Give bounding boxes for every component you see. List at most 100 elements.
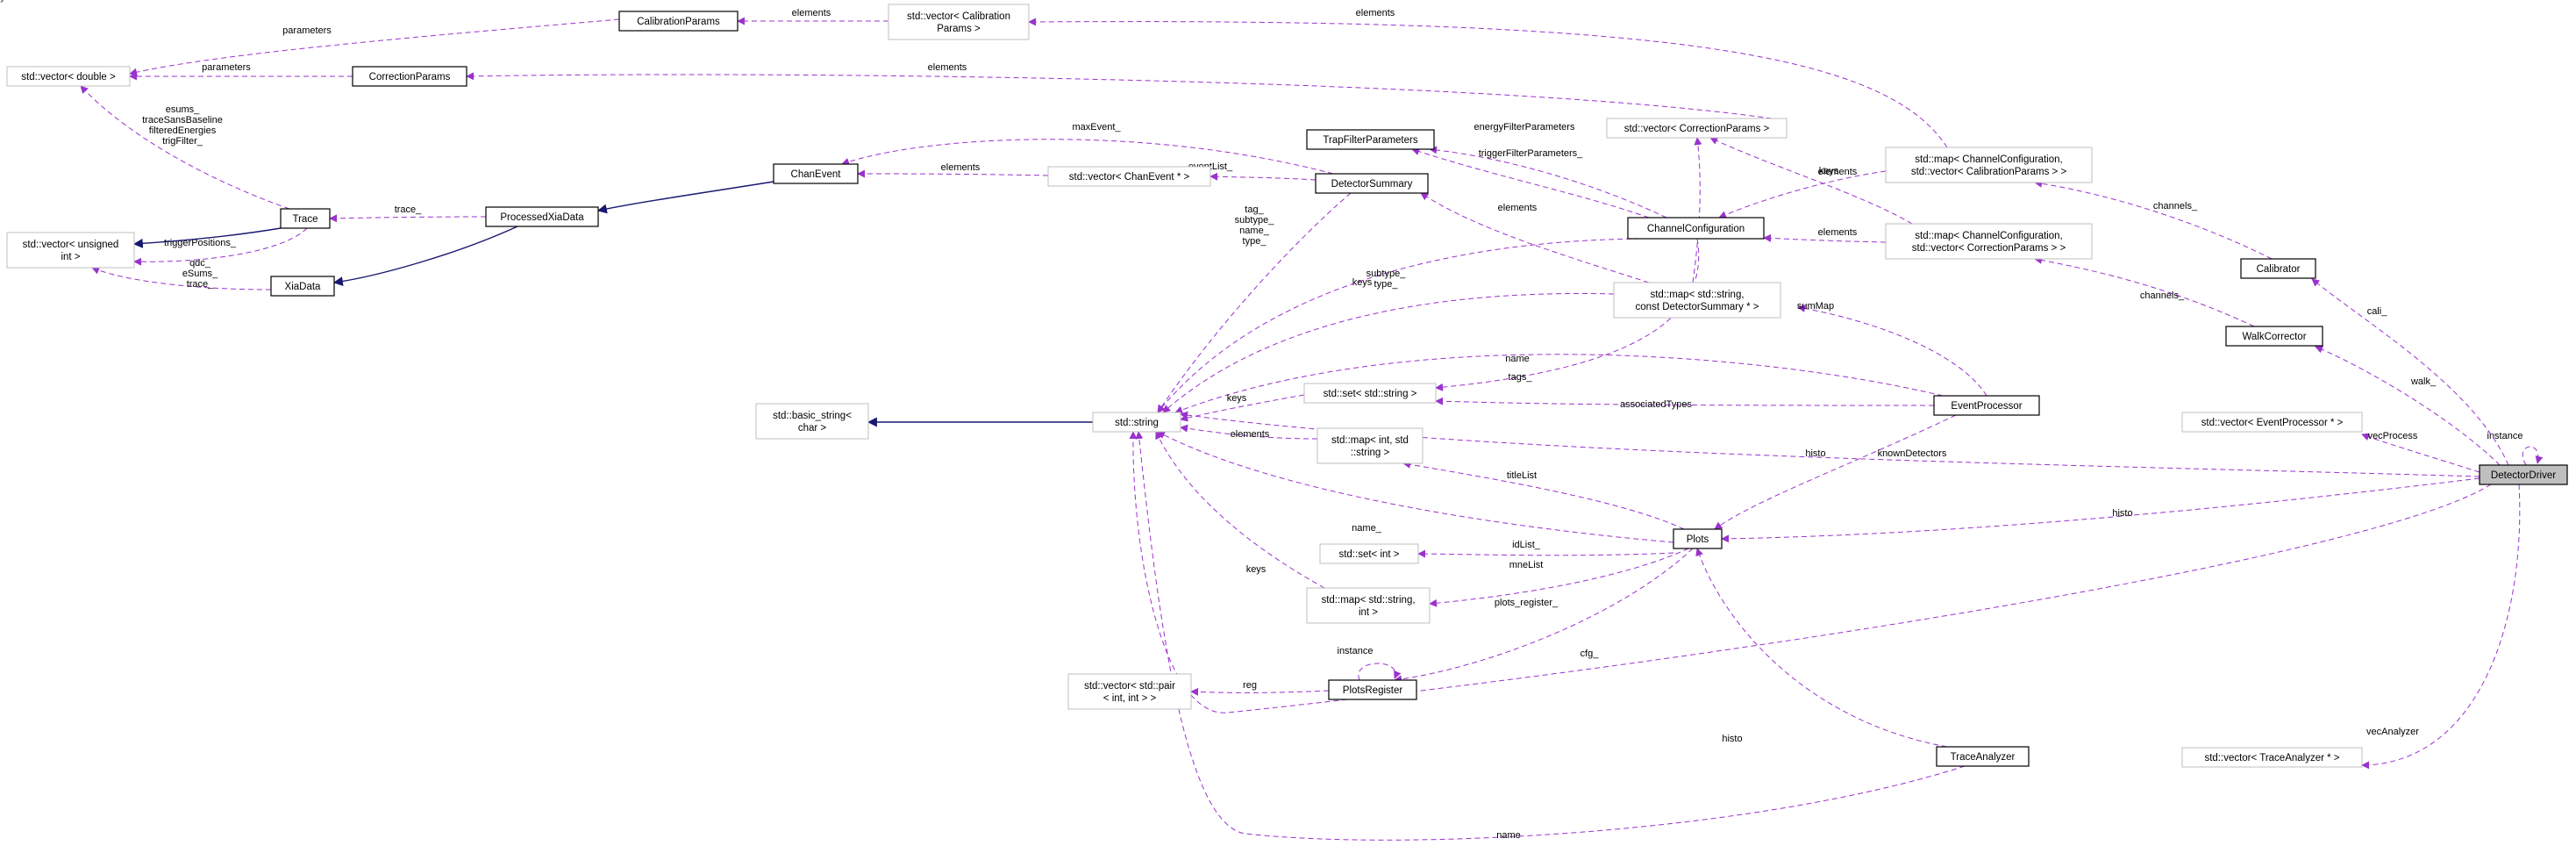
edge-label: maxEvent_: [1072, 122, 1121, 133]
usage-edge-EventProcessor-to-stdString: name: [1174, 354, 1944, 414]
node-box: [6, 232, 135, 269]
usage-edge-mapCalib-to-ChannelConfiguration: elements: [1718, 167, 1887, 219]
class-node-TraceAnalyzer[interactable]: TraceAnalyzer: [1936, 746, 2030, 767]
node-label: DetectorDriver: [2491, 470, 2556, 481]
edge-line: [466, 72, 1773, 119]
edge-line: [1714, 414, 1957, 530]
edge-label: name_: [1352, 523, 1382, 534]
node-box: [2225, 326, 2323, 347]
class-node-EventProcessor[interactable]: EventProcessor: [1933, 395, 2040, 416]
usage-edge-TraceAnalyzer-to-stdString: name: [1135, 431, 1966, 841]
edge-label: keys: [0, 0, 11, 3]
class-node-mapDetSum: std::map< std::string,const DetectorSumm…: [1613, 282, 1781, 319]
usage-edge-mapCorr-to-ChannelConfiguration: elements: [1763, 227, 1887, 243]
edge-line: [2034, 256, 2255, 327]
usage-edge-Plots-to-stdString: name_: [1157, 431, 1674, 543]
node-box: [2240, 258, 2316, 279]
edge-line: [1435, 397, 1935, 406]
usage-edge-DetectorSummary-to-ChanEvent: maxEvent_: [841, 122, 1334, 175]
edge-label: channels_: [2140, 290, 2185, 301]
node-label: EventProcessor: [1951, 401, 2022, 412]
node-box: [280, 208, 331, 229]
edge-label: qdc_eSums_trace_: [182, 258, 218, 290]
edge-label: name: [1496, 830, 1521, 841]
node-label: ChanEvent: [791, 169, 842, 180]
edge-label: idList_: [1512, 540, 1541, 550]
node-box: [2479, 464, 2568, 485]
class-node-setString: std::set< std::string >: [1303, 383, 1437, 404]
class-node-ChannelConfiguration[interactable]: ChannelConfiguration: [1627, 217, 1765, 240]
edge-line: [1420, 192, 1650, 283]
node-box: [1306, 587, 1431, 624]
edge-label: elements: [1818, 167, 1858, 177]
edge-label: histo: [1805, 448, 1825, 459]
edge-label: keys: [1246, 564, 1267, 575]
edge-label: channels_: [2153, 201, 2198, 211]
node-box: [1047, 166, 1211, 187]
node-label: std::set< int >: [1338, 549, 1399, 560]
class-node-TrapFilterParameters[interactable]: TrapFilterParameters: [1306, 129, 1435, 150]
edge-label: elements: [792, 8, 831, 18]
edge-line: [1435, 238, 1700, 391]
usage-edge-ChannelConfiguration-to-TrapFilterParameters: triggerFilterParameters_: [1411, 147, 1650, 219]
edge-line: [1429, 548, 1689, 607]
node-label: ChannelConfiguration: [1647, 224, 1745, 234]
node-label: Trace: [293, 214, 318, 225]
class-node-Plots[interactable]: Plots: [1673, 528, 1723, 549]
usage-edge-vecCalib-to-CalibrationParams: elements: [737, 8, 888, 25]
class-node-ChanEvent[interactable]: ChanEvent: [773, 163, 859, 184]
edge-line: [133, 227, 308, 266]
node-label: std::set< std::string >: [1324, 389, 1417, 399]
class-node-mapStringInt: std::map< std::string,int >: [1306, 587, 1431, 624]
class-node-CorrectionParams[interactable]: CorrectionParams: [352, 66, 467, 87]
node-label: WalkCorrector: [2242, 332, 2306, 342]
class-node-ProcessedXiaData[interactable]: ProcessedXiaData: [485, 206, 599, 227]
class-node-DetectorSummary[interactable]: DetectorSummary: [1315, 173, 1429, 194]
edge-label: parameters: [282, 25, 332, 36]
class-node-vecDouble: std::vector< double >: [6, 66, 131, 87]
node-box: [755, 403, 869, 440]
node-label: std::map< std::string,const DetectorSumm…: [1636, 290, 1759, 312]
edge-label: parameters: [202, 62, 251, 73]
edge-line: [1692, 137, 1702, 283]
node-box: [1328, 679, 1417, 700]
edge-line: [2315, 345, 2501, 466]
edge-line: [2034, 179, 2273, 260]
class-node-Trace[interactable]: Trace: [280, 208, 331, 229]
edge-label: instance: [2487, 431, 2523, 441]
node-label: std::vector< ChanEvent * >: [1069, 172, 1190, 183]
node-label: DetectorSummary: [1331, 179, 1413, 190]
node-box: [1319, 543, 1419, 564]
class-node-DetectorDriver[interactable]: DetectorDriver: [2479, 464, 2568, 485]
edge-label: knownDetectors: [1878, 448, 1947, 459]
node-label: std::vector< double >: [21, 72, 116, 82]
usage-edge-TraceAnalyzer-to-Plots: histo: [1695, 548, 1948, 748]
usage-edge-PlotsRegister-to-PlotsRegister: instance: [1338, 646, 1402, 681]
class-node-WalkCorrector[interactable]: WalkCorrector: [2225, 326, 2323, 347]
edge-line: [2361, 433, 2480, 473]
usage-edge-DetectorDriver-to-Calibrator: cali_: [2311, 278, 2509, 466]
class-node-CalibrationParams[interactable]: CalibrationParams: [618, 11, 739, 32]
node-box: [1606, 118, 1788, 139]
usage-edge-ChannelConfiguration-to-TrapFilterParameters: energyFilterParameters: [1429, 122, 1667, 219]
edge-line: [1429, 146, 1667, 219]
usage-edge-vecCorr-to-CorrectionParams: elements: [466, 62, 1773, 119]
class-node-vecTraceAna: std::vector< TraceAnalyzer * >: [2181, 747, 2363, 768]
edge-label: histo: [1722, 734, 1742, 744]
class-node-PlotsRegister[interactable]: PlotsRegister: [1328, 679, 1417, 700]
class-node-XiaData[interactable]: XiaData: [270, 276, 335, 297]
usage-edge-ChannelConfiguration-to-stdString: subtype_type_: [1157, 238, 1667, 413]
usage-edge-setString-to-stdString: keys: [1180, 393, 1305, 422]
node-label: std::map< ChannelConfiguration,std::vect…: [1912, 231, 2066, 254]
usage-edge-mapDetSum-to-vecCorr: keys: [0, 0, 1702, 283]
edge-label: sumMap: [1797, 301, 1834, 312]
edge-label: triggerFilterParameters_: [1479, 148, 1583, 159]
inheritance-edge-ChanEvent-to-ProcessedXiaData: [596, 181, 774, 214]
edge-line: [80, 85, 290, 210]
usage-edge-WalkCorrector-to-mapCorr: channels_: [2034, 256, 2255, 327]
class-node-Calibrator[interactable]: Calibrator: [2240, 258, 2316, 279]
usage-edge-mapDetSum-to-DetectorSummary: elements: [1420, 192, 1650, 283]
class-node-setInt: std::set< int >: [1319, 543, 1419, 564]
edge-label: walk_: [2410, 376, 2437, 387]
edge-line: [2361, 484, 2521, 770]
